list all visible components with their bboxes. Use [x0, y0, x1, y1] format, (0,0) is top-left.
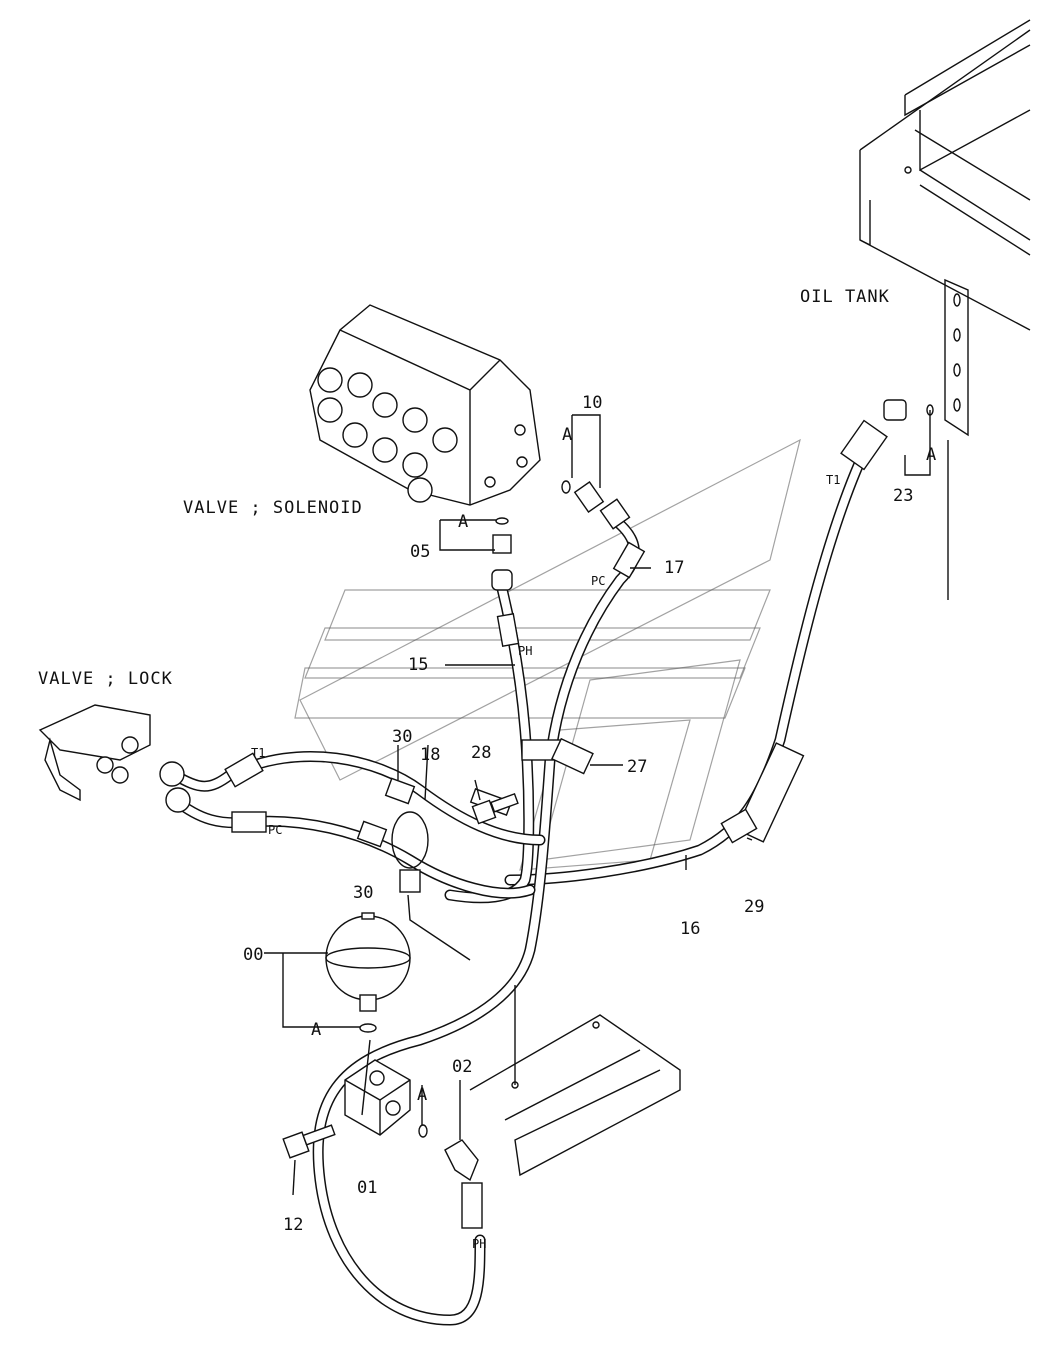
callout-16: 16 [680, 919, 700, 939]
lock-valve [38, 704, 151, 802]
hose-routes [169, 434, 876, 1326]
seal-mark-a-fitting-05: A [458, 512, 468, 532]
leader-lines [264, 410, 931, 1196]
callout-17: 17 [664, 558, 684, 578]
port-tag-t1-lock: T1 [251, 746, 265, 760]
port-tag-ph-upper: PH [518, 644, 532, 658]
callout-30-upper: 30 [392, 727, 412, 747]
port-tag-ph-lower: PH [472, 1237, 486, 1251]
callout-05: 05 [410, 542, 430, 562]
port-tag-t1-tank: T1 [826, 473, 840, 487]
callout-28: 28 [471, 743, 491, 763]
seal-mark-a-accumulator: A [311, 1020, 321, 1040]
port-tag-pc-lock: PC [268, 823, 282, 837]
callout-15: 15 [408, 655, 428, 675]
oil-tank-label: OIL TANK [800, 287, 890, 307]
callout-27: 27 [627, 757, 647, 777]
callout-10: 10 [582, 393, 602, 413]
port-tag-pc-upper: PC [591, 574, 605, 588]
valve-solenoid-label: VALVE ; SOLENOID [183, 498, 363, 518]
callout-02: 02 [452, 1057, 472, 1077]
callout-01: 01 [357, 1178, 377, 1198]
callout-29: 29 [744, 897, 764, 917]
callout-30-lower: 30 [353, 883, 373, 903]
seal-mark-a-block: A [417, 1085, 427, 1105]
seal-mark-a-solenoid: A [562, 425, 572, 445]
callout-23: 23 [893, 486, 913, 506]
oil-tank [859, 19, 1031, 600]
callout-18: 18 [420, 745, 440, 765]
fittings [159, 399, 934, 1229]
valve-lock-label: VALVE ; LOCK [38, 669, 173, 689]
solenoid-valve [309, 304, 541, 506]
frame-plate [469, 1014, 681, 1177]
seal-mark-a-tank: A [926, 445, 936, 465]
callout-12: 12 [283, 1215, 303, 1235]
callout-00: 00 [243, 945, 263, 965]
